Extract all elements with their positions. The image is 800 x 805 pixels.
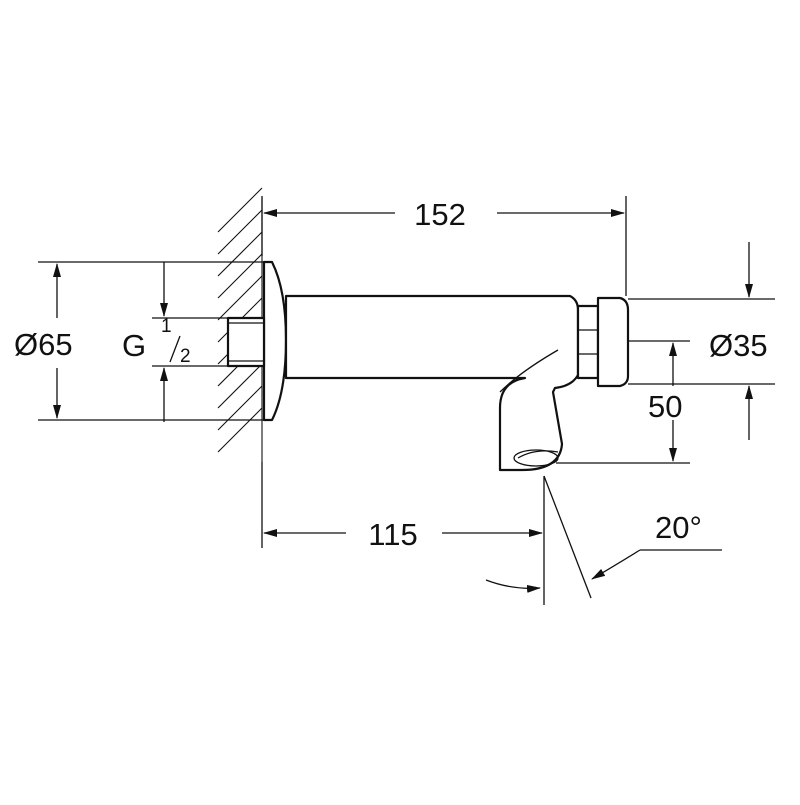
hatch-line: [217, 253, 263, 299]
hatch-line: [217, 385, 263, 431]
aerator-outlet: [517, 450, 559, 459]
thread-fraction-slash: [169, 335, 181, 363]
thread-connector: [226, 316, 266, 368]
dim-spray-angle: 20°: [485, 475, 722, 599]
hatch-line: [217, 209, 263, 255]
spout-contour: [499, 349, 559, 393]
dim-thread-size: G 1 2: [122, 262, 230, 422]
dim-overall-length: 152: [261, 196, 627, 296]
push-button: [576, 296, 630, 388]
aerator-ring: [513, 449, 559, 467]
dim-flange-diameter: Ø65: [14, 261, 270, 421]
spray-angle-label: 20°: [655, 510, 702, 545]
thread-numerator-label: 1: [161, 316, 172, 337]
faucet-body: [284, 294, 580, 472]
thread-prefix-label: G: [122, 328, 146, 363]
dim-outlet-height: 50: [556, 340, 690, 464]
thread-denominator-label: 2: [180, 346, 191, 367]
hatch-line: [217, 407, 263, 453]
dim-outlet-length: 115: [261, 462, 545, 605]
hatch-line: [217, 363, 263, 409]
hatch-line: [217, 187, 263, 233]
overall-length-label: 152: [414, 197, 466, 232]
hatch-line: [217, 275, 263, 321]
outlet-height-label: 50: [648, 389, 682, 424]
hatch-line: [217, 231, 263, 277]
dim-button-diameter: Ø35: [628, 242, 775, 440]
button-diameter-label: Ø35: [709, 328, 768, 363]
wall-flange: [262, 260, 288, 422]
outlet-length-label: 115: [368, 517, 417, 552]
spray-direction-line: [543, 475, 592, 599]
flange-diameter-label: Ø65: [14, 327, 73, 362]
